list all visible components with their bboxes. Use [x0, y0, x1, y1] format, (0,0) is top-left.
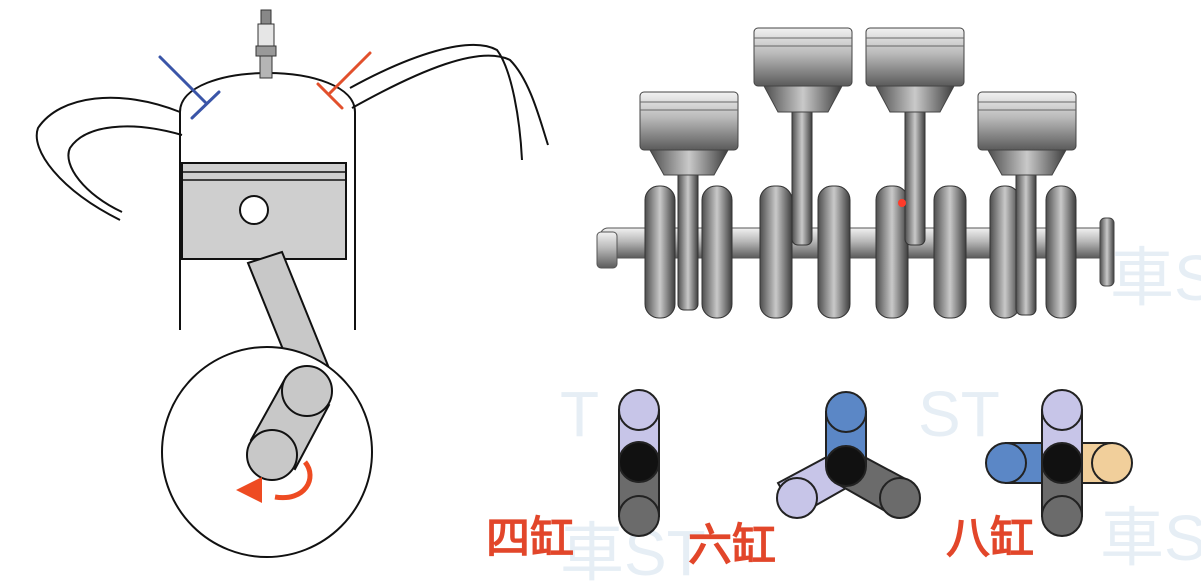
crank-layout-four-cylinder [618, 389, 660, 537]
watermark-st: ST [918, 378, 1000, 450]
intake-port-outer [35, 96, 181, 221]
rod-2 [791, 104, 813, 246]
piston-3 [865, 27, 965, 113]
piston-4 [977, 91, 1077, 176]
exhaust-valve-stem [328, 51, 372, 95]
rod-3 [904, 104, 926, 246]
crank-web-6 [933, 185, 967, 319]
label-eight-cylinder: 八缸 [946, 513, 1034, 564]
crank-web-1 [644, 185, 676, 319]
six-cyl-left-cap [776, 477, 818, 519]
exhaust-port-outer [351, 54, 549, 146]
intake-port-inner [67, 125, 183, 213]
eight-cyl-bottom-cap [1041, 495, 1083, 537]
highlight-dot [898, 199, 906, 207]
crank-web-8 [1045, 185, 1077, 319]
six-cyl-right-cap [879, 477, 921, 519]
watermark-group: T ST 車S 車S 車ST [560, 242, 1201, 587]
piston-pin [239, 195, 269, 225]
crankshaft-illustration [596, 27, 1115, 319]
exhaust-valve [316, 51, 372, 110]
four-cyl-lower-cap [618, 495, 660, 537]
eight-cyl-top-cap [1041, 389, 1083, 431]
intake-valve-stem [158, 55, 208, 105]
cylinder-schematic [35, 43, 549, 330]
rotation-arrow-icon [236, 460, 313, 503]
intake-valve-head [190, 90, 221, 120]
flywheel-flange [1099, 217, 1115, 287]
watermark-car-s-bottom: 車S [1100, 502, 1201, 574]
label-four-cylinder: 四缸 [486, 513, 574, 564]
eight-cyl-right-cap [1091, 442, 1133, 484]
eight-cyl-left-cap [985, 442, 1027, 484]
intake-valve [158, 55, 221, 120]
label-six-cylinder: 六缸 [688, 520, 776, 571]
crank-pin [281, 365, 333, 417]
rod-4 [1015, 154, 1037, 316]
eight-cyl-main-journal [1041, 442, 1083, 484]
six-cyl-top-cap [825, 391, 867, 433]
piston-1 [639, 91, 739, 176]
four-cyl-upper-cap [618, 389, 660, 431]
piston [181, 162, 347, 260]
crank-layout-eight-cylinder [985, 389, 1133, 537]
crank-web-2 [701, 185, 733, 319]
crank-layout-six-cylinder [776, 391, 921, 519]
crankshaft-nose [596, 231, 618, 269]
four-cyl-main-journal [618, 441, 660, 483]
crank-web-3 [759, 185, 793, 319]
crank-main-journal [246, 429, 298, 481]
crank-web-5 [875, 185, 909, 319]
six-cyl-main-journal [825, 445, 867, 487]
watermark-car-s-top: 車S [1110, 242, 1201, 314]
exhaust-valve-head [316, 82, 344, 110]
piston-2 [753, 27, 853, 113]
crank-web-4 [817, 185, 851, 319]
spark-plug-icon [255, 9, 277, 79]
exhaust-port-inner [349, 43, 523, 161]
watermark-t: T [560, 378, 599, 450]
